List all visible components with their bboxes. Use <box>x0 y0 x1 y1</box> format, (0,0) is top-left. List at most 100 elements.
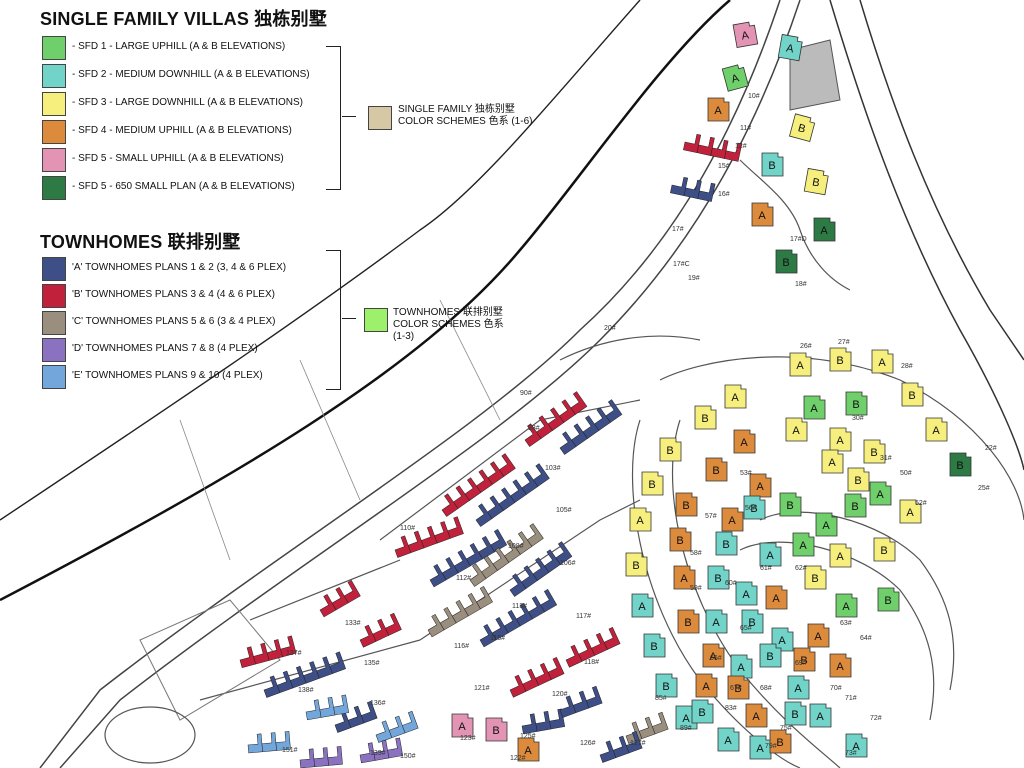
villa-footprint <box>784 701 807 726</box>
lot-number-label: 66# <box>710 655 722 662</box>
lot-number-label: 22# <box>985 445 997 452</box>
townhome-block <box>334 700 378 733</box>
villa-footprint <box>789 113 816 142</box>
parcel-line-3 <box>439 299 501 421</box>
villa-footprint <box>901 382 924 407</box>
townhome-unit <box>572 690 590 714</box>
villa-footprint <box>727 675 750 700</box>
townhome-unit <box>651 711 669 735</box>
townhome-unit <box>571 423 588 447</box>
villa-lot: B <box>847 467 870 492</box>
villa-lot: B <box>677 609 700 634</box>
villa-footprint <box>669 527 692 552</box>
townhome-unit <box>453 485 470 509</box>
villa-footprint <box>735 581 758 606</box>
villa-elevation-letter: B <box>766 651 773 663</box>
villa-elevation-letter: B <box>836 355 843 367</box>
townhome-block <box>429 528 508 588</box>
townhome-block <box>469 523 544 587</box>
lot-number-label: 60# <box>725 580 737 587</box>
main-road-inner <box>39 0 781 768</box>
villa-footprint <box>631 593 654 618</box>
lot-number-labels: 10#11#12#15#16#17#17#C17#D18#19#20#22#25… <box>282 93 997 762</box>
lot-number-label: 17# <box>672 226 684 233</box>
villa-lot: B <box>949 452 972 477</box>
villa-footprint <box>815 512 838 537</box>
villa-footprint <box>845 733 868 758</box>
villa-footprint <box>715 531 738 556</box>
townhome-unit <box>603 626 621 650</box>
townhome-unit <box>697 182 716 202</box>
villa-elevation-letter: B <box>884 595 891 607</box>
villa-elevation-letter: A <box>714 105 722 117</box>
townhome-unit <box>612 735 630 759</box>
townhome-unit <box>540 588 558 613</box>
villa-lot: B <box>707 565 730 590</box>
villa-elevation-letter: A <box>836 435 844 447</box>
lot-number-label: 57# <box>705 513 717 520</box>
townhome-unit <box>591 632 608 656</box>
villa-elevation-letter: B <box>632 560 639 572</box>
villa-footprint <box>844 493 867 518</box>
villa-elevation-letter: A <box>741 29 751 42</box>
villa-elevation-letter: A <box>836 661 844 673</box>
townhome-unit <box>313 747 329 768</box>
villa-elevation-letter: A <box>842 601 850 613</box>
townhome-unit <box>535 711 552 732</box>
villa-footprint <box>721 507 744 532</box>
townhome-unit <box>401 710 419 734</box>
townhome-unit <box>555 541 573 565</box>
villa-lot: A <box>829 427 852 452</box>
loop-road-inner-2 <box>671 419 841 768</box>
villa-elevation-letter: A <box>730 72 741 86</box>
townhome-block-road-4 <box>199 639 421 701</box>
villa-lot: A <box>869 481 892 506</box>
villa-elevation-letter: A <box>740 437 748 449</box>
villa-lot: A <box>787 675 810 700</box>
townhome-unit <box>407 530 425 554</box>
townhome-unit <box>441 493 459 517</box>
villa-lot: B <box>643 633 666 658</box>
villa-lot: A <box>777 33 803 62</box>
lot-number-label: 26# <box>800 343 812 350</box>
villa-elevation-letter: A <box>810 403 818 415</box>
townhome-unit <box>535 662 552 686</box>
townhome-unit <box>570 391 588 415</box>
villa-footprint <box>829 347 852 372</box>
lot-number-label: 70# <box>830 685 842 692</box>
lot-number-label: 133# <box>345 620 361 627</box>
townhome-unit <box>319 697 336 718</box>
townhome-block <box>263 651 346 698</box>
villa-elevation-letter: B <box>956 460 963 472</box>
villa-elevation-letter: B <box>662 681 669 693</box>
villa-elevation-letter: B <box>701 413 708 425</box>
townhome-unit <box>276 670 294 694</box>
villa-lot: A <box>517 737 540 762</box>
villa-elevation-letter: B <box>851 501 858 513</box>
villa-elevation-letter: B <box>750 503 757 515</box>
east-road-1 <box>829 0 1024 471</box>
lot-number-label: 62# <box>795 565 807 572</box>
townhome-block <box>479 588 558 648</box>
townhome-unit <box>559 431 577 455</box>
villa-footprint <box>485 717 508 742</box>
west-parcel-line <box>139 599 281 721</box>
villa-footprint <box>677 609 700 634</box>
villa-elevation-letter: A <box>680 573 688 585</box>
villa-lot: B <box>779 492 802 517</box>
lot-number-label: 103# <box>545 465 561 472</box>
lot-number-label: 30# <box>852 415 864 422</box>
villa-lot: B <box>625 552 648 577</box>
villa-footprint <box>733 429 756 454</box>
lot-number-label: 59# <box>690 585 702 592</box>
lot-number-label: 25# <box>978 485 990 492</box>
villa-footprint <box>691 699 714 724</box>
townhome-unit <box>585 685 603 709</box>
villa-footprint <box>702 643 725 668</box>
townhome-block <box>359 612 402 648</box>
townhome-unit <box>453 549 471 574</box>
townhome-unit <box>683 179 702 199</box>
villa-elevation-letter: A <box>836 551 844 563</box>
villa-lot: A <box>707 97 730 122</box>
